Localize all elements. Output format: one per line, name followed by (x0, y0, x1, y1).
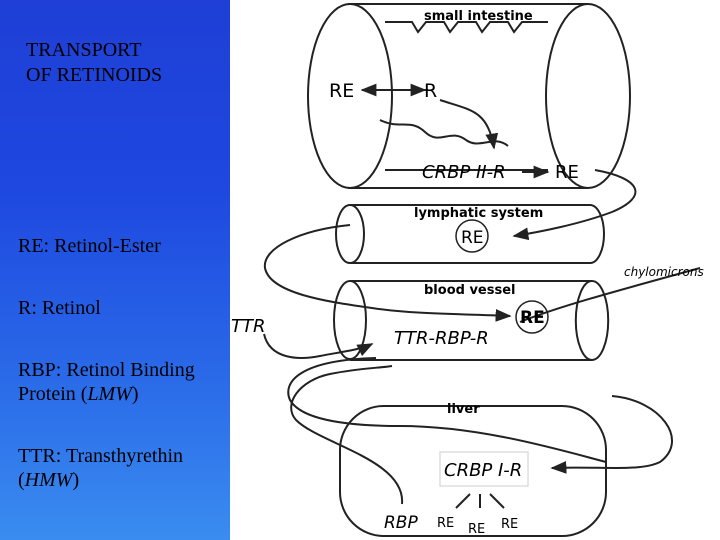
label-re-blood: RE (520, 308, 545, 328)
transport-arrows (263, 83, 701, 509)
legend-rbp-em: LMW (87, 383, 132, 405)
label-re-intestine: RE (329, 80, 354, 102)
legend-rbp: RBP: Retinol Binding Protein (LMW) (18, 358, 248, 406)
legend-ttr-line-2: (HMW) (18, 468, 248, 492)
label-ttr-rbp-r: TTR-RBP-R (394, 328, 489, 349)
legend-ttr-line-1: TTR: Transthyrethin (18, 445, 184, 467)
label-small-intestine: small intestine (424, 9, 533, 24)
label-lymphatic-system: lymphatic system (414, 206, 543, 221)
legend-rbp-suffix: ) (131, 383, 139, 405)
label-re-after-crbp2: RE (555, 162, 579, 183)
label-ttr-outside: TTR (231, 316, 266, 337)
legend-ttr-em: HMW (24, 469, 73, 491)
crbp1-box (439, 451, 529, 487)
label-re-small-3: RE (501, 517, 518, 532)
re-lymph-circle (455, 219, 489, 253)
label-blood-vessel: blood vessel (424, 283, 516, 298)
legend-re: RE: Retinol-Ester (18, 235, 161, 257)
title-line-1: TRANSPORT (26, 39, 142, 61)
slide-title: TRANSPORT OF RETINOIDS (26, 38, 226, 88)
legend-rbp-line-1: RBP: Retinol Binding (18, 359, 195, 381)
label-rbp-liver: RBP (384, 513, 418, 533)
liver-shape (339, 405, 607, 537)
retinoid-transport-diagram: small intestine RE R CRBP II-R RE lympha… (231, 3, 704, 537)
legend-ttr-suffix: ) (72, 469, 80, 491)
label-crbp2-r: CRBP II-R (422, 162, 506, 183)
legend-r: R: Retinol (18, 297, 101, 319)
legend-rbp-prefix: Protein ( (18, 383, 88, 405)
label-crbp1-r: CRBP I-R (444, 460, 522, 481)
label-liver: liver (447, 402, 480, 417)
label-chylomicrons: chylomicrons (624, 265, 704, 279)
small-intestine-shape (307, 3, 631, 189)
title-line-2: OF RETINOIDS (26, 64, 163, 86)
legend-ttr: TTR: Transthyrethin (HMW) (18, 444, 248, 492)
label-re-small-1: RE (437, 516, 454, 531)
re-blood-circle (515, 300, 549, 334)
label-r-intestine: R (424, 80, 437, 102)
legend-ttr-prefix: ( (18, 469, 25, 491)
left-blue-panel: TRANSPORT OF RETINOIDS RE: Retinol-Ester… (0, 0, 230, 540)
label-re-small-2: RE (468, 522, 485, 537)
lymphatic-vessel-shape (335, 204, 605, 264)
label-re-lymph: RE (461, 228, 484, 248)
legend-rbp-line-2: Protein (LMW) (18, 382, 248, 406)
